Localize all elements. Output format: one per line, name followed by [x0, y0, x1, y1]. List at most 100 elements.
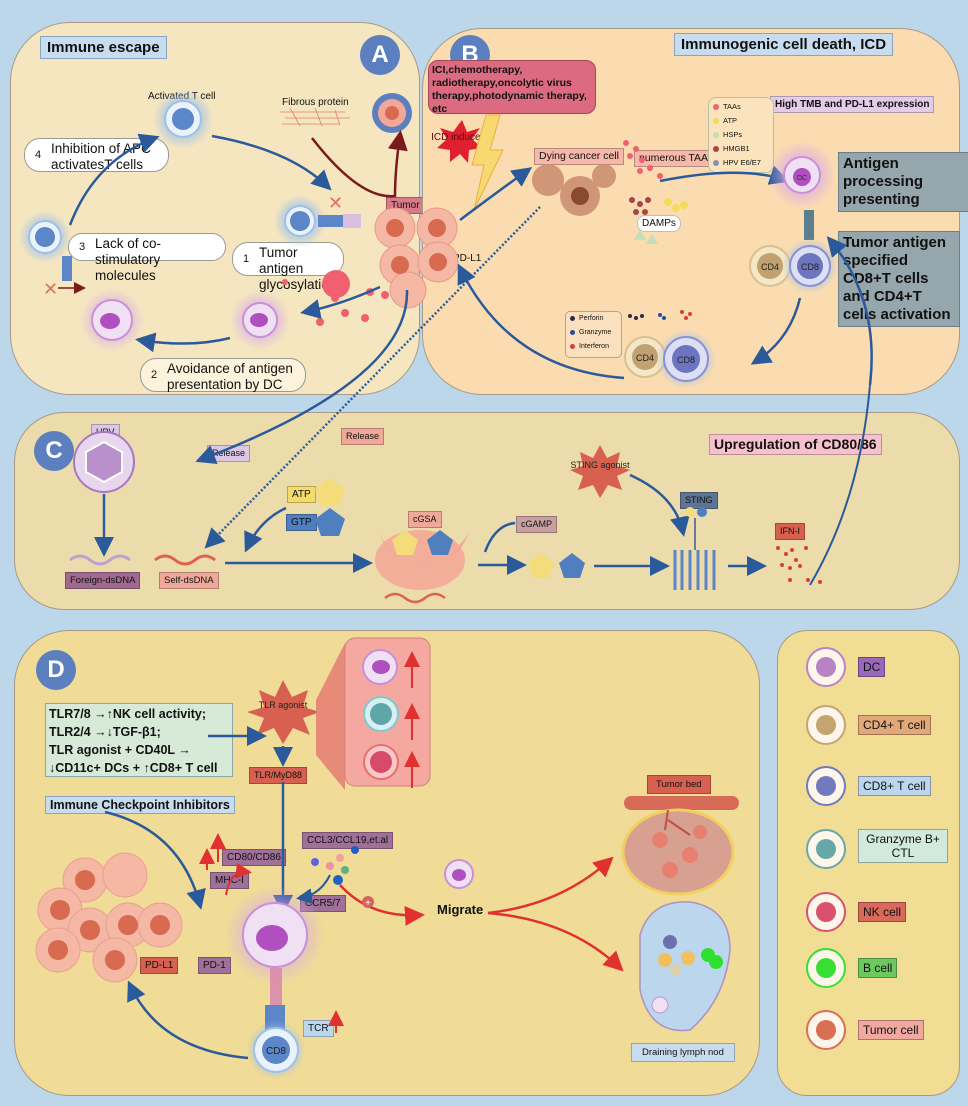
self-dna-icon: [154, 554, 216, 566]
cytokine-dots: [628, 310, 692, 320]
damp-legend-item: HMGB1: [713, 144, 750, 153]
hmgb1-dots: [629, 197, 651, 215]
damp-legend-item: TAAs: [713, 102, 741, 111]
step-text: Tumor antigen glycosylation: [259, 245, 337, 292]
panel-c-badge: C: [34, 431, 74, 471]
pd-l1-label-d: PD-L1: [140, 957, 179, 974]
legend-item: CD8+ T cell: [778, 762, 961, 812]
zoom-wedge: [316, 643, 345, 790]
numerous-taas-label: numerous TAAs: [634, 150, 719, 167]
tcr-label: TCR: [303, 1020, 334, 1037]
tlr-effect-line: TLR2/4 →↓TGF-β1;: [49, 725, 161, 739]
legend-cell-nucleus: [816, 1020, 836, 1040]
dc-label-b: DC: [797, 175, 807, 182]
cd8-label-d: CD8: [266, 1046, 286, 1057]
legend-item: CD4+ T cell: [778, 701, 961, 751]
sting-agonist-star: [570, 445, 630, 498]
arrow-taa-to-dc: [659, 165, 790, 185]
legend-cell-icon: [806, 647, 846, 687]
panel-a-badge: A: [360, 35, 400, 75]
migrate-label: Migrate: [437, 902, 484, 917]
cytokine-legend-item: Interferon: [570, 343, 609, 350]
step-text: Lack of co-stimulatory molecules: [95, 236, 162, 283]
legend-label: CD4+ T cell: [858, 715, 931, 735]
arrow-activation-to-effector: [750, 297, 802, 365]
panel-a-graphics: ✕ ✕: [19, 89, 459, 353]
cd8-label-b: CD8: [801, 262, 819, 272]
dotted-arrow-to-self-dsdna: [204, 206, 541, 549]
arrow-agonist-to-sting: [629, 473, 690, 537]
legend-label: TAAs: [723, 102, 741, 111]
fibrous-protein-icon: [280, 107, 350, 127]
legend-item: B cell: [778, 944, 961, 994]
arrow-upreg-to-dc: [826, 236, 873, 386]
arrow-antigen-to-dc: [300, 285, 381, 319]
tumor-bed-label: Tumor bed: [647, 775, 711, 794]
legend-swatch: [570, 344, 575, 349]
upregulation-label: Upregulation of CD80/86: [709, 434, 882, 455]
cd4-label-effector: CD4: [636, 353, 654, 363]
foreign-dsdna-label: Foreign-dsDNA: [65, 572, 141, 589]
cd8-label-effector: CD8: [677, 355, 695, 365]
legend-label: Granzyme: [579, 329, 612, 336]
arrow-ici-to-checkpoint: [104, 810, 206, 910]
chemokine-dots: [311, 846, 359, 885]
tlr-myd88-label: TLR/MyD88: [249, 767, 308, 784]
legend-cell-icon: [806, 892, 846, 932]
legend-cell-icon: [806, 705, 846, 745]
arrow-ntp-to-dna: [244, 506, 287, 553]
tlr-agonist-star: [247, 680, 320, 744]
ici-label: Immune Checkpoint Inhibitors: [45, 796, 235, 814]
ifn-label: IFN-I: [775, 523, 805, 540]
legend-label: DC: [858, 657, 886, 677]
legend-cell-nucleus: [816, 958, 836, 978]
step-number: 3: [79, 241, 86, 253]
atp-dots: [664, 198, 688, 212]
self-dsdna-label: Self-dsDNA: [159, 572, 219, 589]
legend-label: NK cell: [858, 902, 907, 922]
tumor-bed-icon: [621, 808, 735, 896]
cgamp-atp-pentagon: [528, 553, 554, 578]
step-number: 4: [35, 149, 42, 161]
atp-pentagon: [315, 478, 345, 506]
legend-cell-nucleus: [816, 657, 836, 677]
fibrous-to-tumor-arrow: [311, 130, 408, 198]
legend-label: HSPs: [723, 130, 743, 139]
step-text: Avoidance of antigen presentation by DC: [167, 361, 293, 392]
panel-b-title: Immunogenic cell death, ICD: [674, 33, 894, 56]
ifn-dots: [776, 546, 822, 584]
cd4-label-b: CD4: [761, 262, 779, 272]
sting-agonist-text: STING agonist: [570, 460, 630, 470]
legend-cell-icon: [806, 829, 846, 869]
legend-swatch: [713, 159, 719, 166]
legend-label: ATP: [723, 116, 738, 125]
legend-cell-nucleus: [816, 776, 836, 796]
legend-label: Perforin: [579, 315, 604, 322]
lymph-node-label: Draining lymph nod: [631, 1043, 735, 1062]
legend-swatch: [570, 330, 575, 335]
damp-legend-item: ATP: [713, 116, 737, 125]
tlr-effects-box: TLR7/8 →↑NK cell activity; TLR2/4 →↓TGF-…: [45, 703, 233, 777]
icd-inducers-star: [437, 120, 482, 163]
step-number: 1: [243, 253, 250, 265]
arrow-migrate-to-lymph: [487, 911, 624, 972]
pd-l1-label-b: PD-L1: [453, 253, 482, 264]
cd80-cd86-label: CD80/CD86: [222, 849, 286, 866]
tcr-receptor: [318, 215, 343, 227]
legend-swatch: [713, 131, 719, 138]
arrow-to-migrate: [339, 884, 425, 926]
tumor-antigen-activation-box: Tumor antigen specified CD8+T cells and …: [838, 231, 960, 327]
step-2-pill: 2 Avoidance of antigen presentation by D…: [140, 358, 306, 392]
damps-label: DAMPs: [637, 215, 681, 232]
panel-a-title: Immune escape: [40, 36, 167, 59]
antigen-dots: [282, 279, 389, 326]
tlr-effect-line: ↓CD11c+ DCs + ↑CD8+ T cell: [49, 761, 218, 775]
legend-item: Granzyme B+ CTL: [778, 825, 961, 875]
tlr-effect-line: TLR agonist + CD40L →: [49, 743, 191, 757]
panel-d-badge: D: [36, 650, 76, 690]
activated-t-cell-nucleus: [172, 108, 194, 130]
arrow-tcell-to-tumor: [211, 134, 332, 191]
legend-label: Tumor cell: [858, 1020, 924, 1040]
antigen-processing-box: Antigen processing presenting: [838, 152, 968, 212]
